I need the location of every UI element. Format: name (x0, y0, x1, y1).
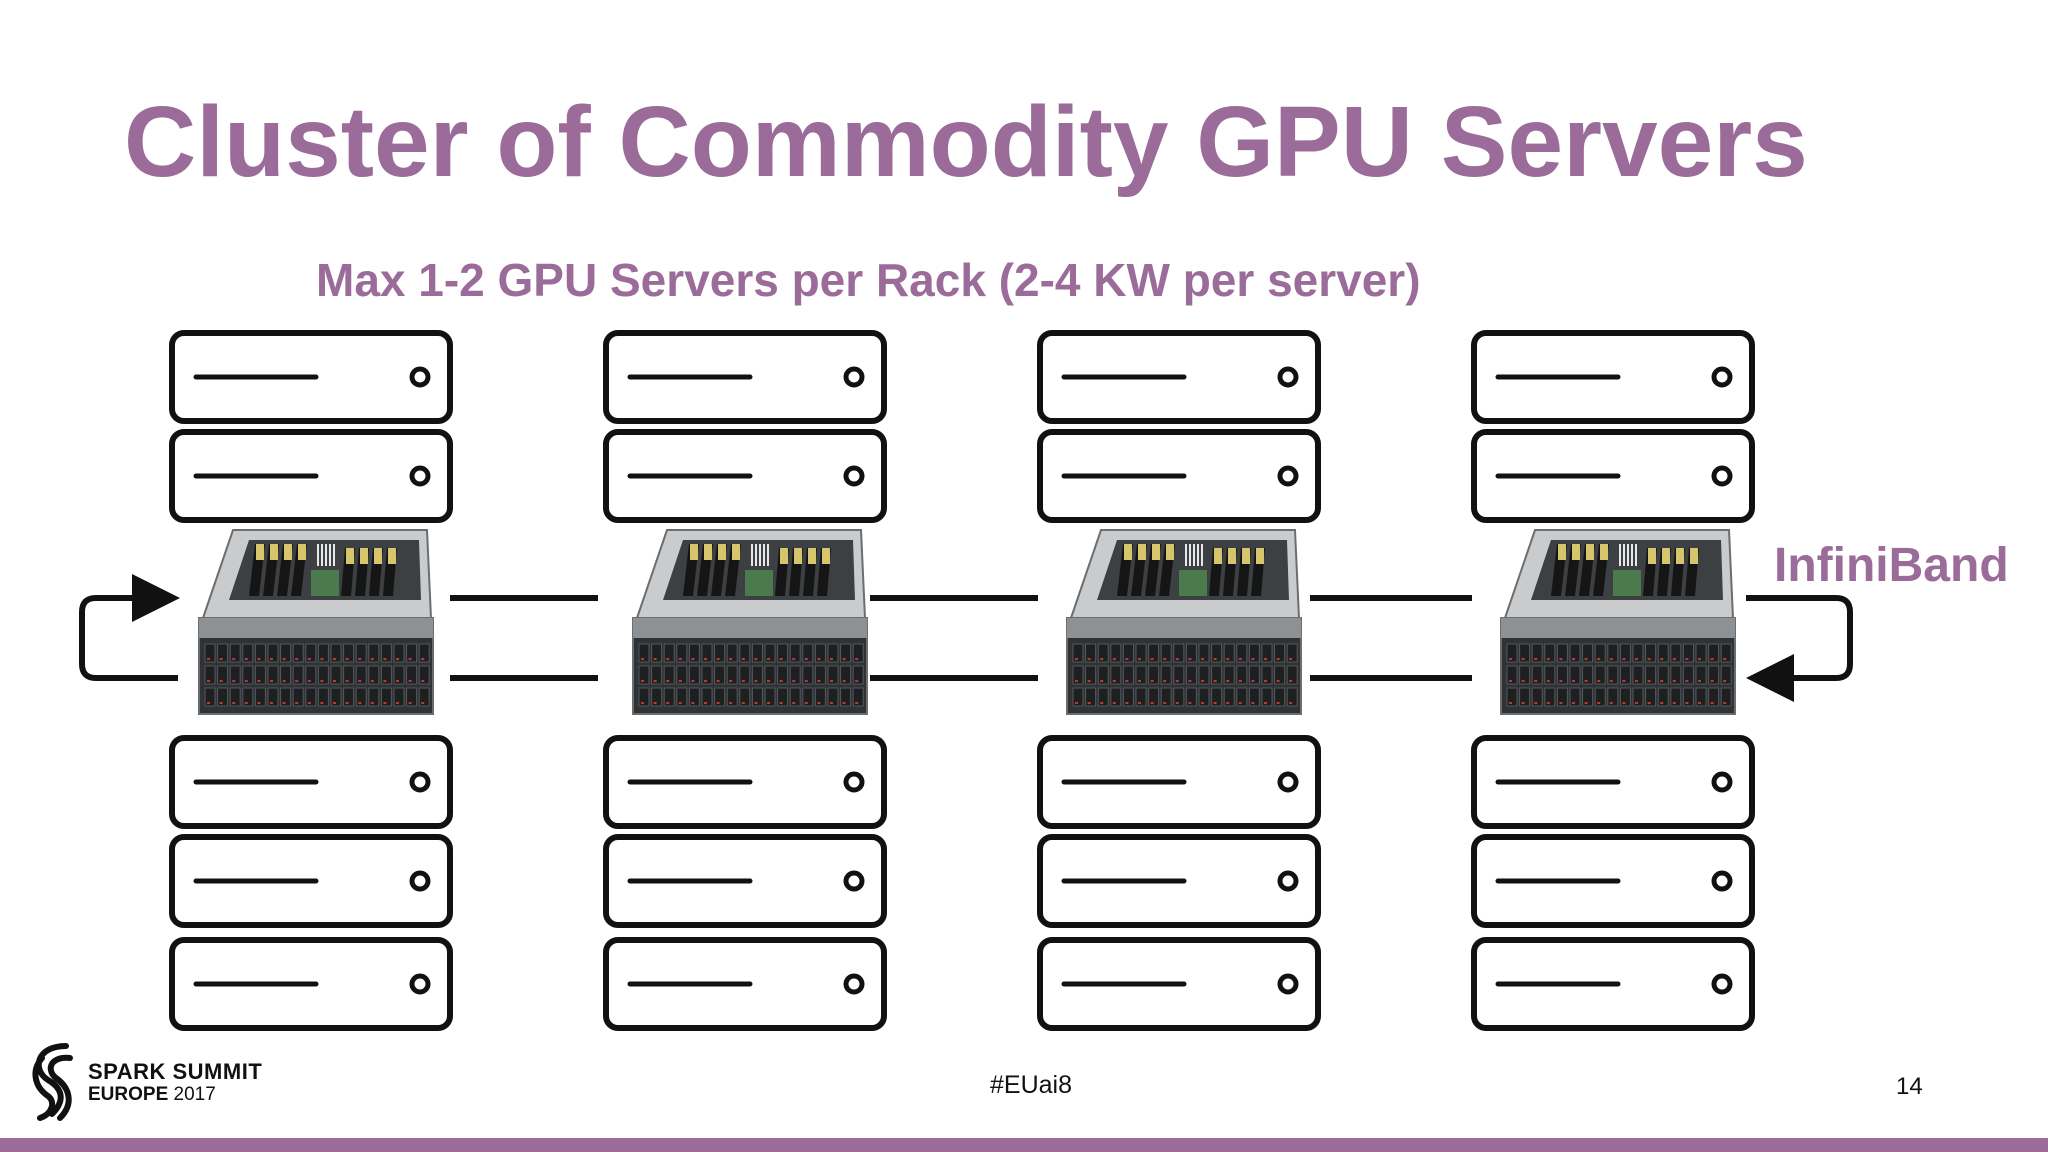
infiniband-label: InfiniBand (1774, 539, 2009, 592)
server-icon (1037, 735, 1321, 829)
logo-sub-event: EUROPE (88, 1084, 169, 1105)
loopback-arrow-left (79, 574, 180, 681)
server-icon (169, 330, 453, 424)
server-icon (603, 834, 887, 928)
event-hashtag: #EUai8 (990, 1071, 1072, 1099)
logo-name: SPARK SUMMIT (88, 1059, 263, 1084)
loopback-arrow-right (1746, 595, 1853, 702)
spark-summit-logo-icon (32, 1043, 73, 1121)
server-rack (169, 330, 453, 1031)
spark-summit-logo: SPARK SUMMIT EUROPE 2017 (26, 1038, 286, 1128)
server-icon (1037, 429, 1321, 523)
server-icon (1037, 937, 1321, 1031)
server-icon (1471, 937, 1755, 1031)
server-icon (603, 937, 887, 1031)
server-icon (603, 735, 887, 829)
server-icon (1471, 735, 1755, 829)
footer-accent-bar (0, 1138, 2048, 1152)
server-rack (1471, 330, 1755, 1031)
gpu-server-icon (1066, 529, 1302, 715)
server-rack (603, 330, 887, 1031)
server-icon (1037, 834, 1321, 928)
server-icon (603, 330, 887, 424)
server-icon (603, 429, 887, 523)
server-icon (1037, 330, 1321, 424)
server-icon (169, 429, 453, 523)
slide-subtitle: Max 1-2 GPU Servers per Rack (2-4 KW per… (316, 254, 1421, 306)
logo-sub-year: 2017 (173, 1084, 216, 1105)
server-icon (1471, 330, 1755, 424)
gpu-server-icon (198, 529, 434, 715)
server-icon (169, 834, 453, 928)
gpu-server-icon (632, 529, 868, 715)
server-icon (169, 937, 453, 1031)
gpu-server-icon (1500, 529, 1736, 715)
server-icon (1471, 429, 1755, 523)
logo-subtitle: EUROPE 2017 (88, 1084, 216, 1106)
slide-title: Cluster of Commodity GPU Servers (124, 86, 1808, 198)
server-icon (1471, 834, 1755, 928)
server-rack (1037, 330, 1321, 1031)
server-icon (169, 735, 453, 829)
page-number: 14 (1896, 1073, 1923, 1100)
